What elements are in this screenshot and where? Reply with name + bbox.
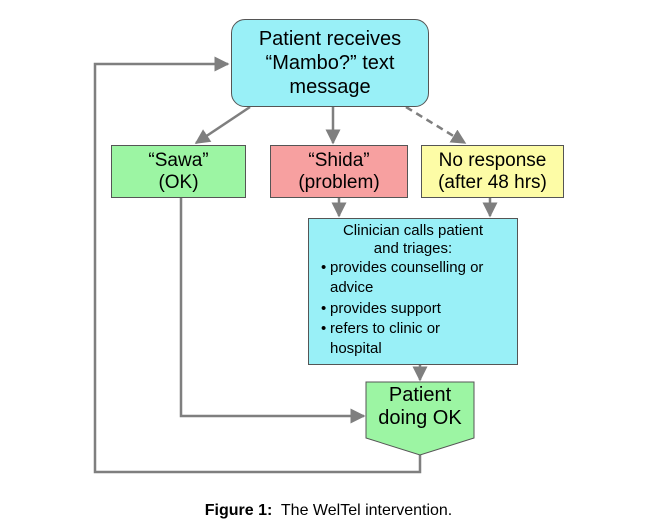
- bullet-text-line: provides support: [330, 299, 441, 317]
- bullet-text-line: hospital: [330, 340, 382, 357]
- arrow-start-to-no-response: [405, 105, 467, 145]
- node-text-line: message: [289, 76, 371, 98]
- figure-caption: Figure 1: The WelTel intervention.: [0, 502, 657, 520]
- node-text-line: doing OK: [378, 407, 462, 429]
- node-text-line: (problem): [298, 171, 380, 193]
- figure-caption-label: Figure 1:: [204, 502, 273, 519]
- node-text-line: (after 48 hrs): [438, 171, 547, 193]
- node-no-response: No response (after 48 hrs): [421, 145, 564, 198]
- node-text-line: “Sawa”: [148, 149, 209, 171]
- node-patient-doing-ok-shape: [365, 381, 475, 456]
- bullet-text-line: advice: [330, 279, 374, 297]
- node-title-line: and triages:: [373, 240, 453, 257]
- node-patient-receives-message: Patient receives “Mambo?” text message: [231, 19, 429, 107]
- bullet-text-line: provides counselling or: [330, 259, 484, 276]
- node-patient-doing-ok: Patient doing OK: [367, 382, 473, 432]
- arrow-sawa-to-doing-ok: [179, 198, 366, 424]
- node-shida-problem: “Shida” (problem): [270, 145, 408, 198]
- node-text-line: Patient receives: [258, 28, 402, 50]
- figure-caption-text: The WelTel intervention.: [280, 502, 453, 519]
- node-text-line: “Mambo?” text: [265, 52, 395, 74]
- node-sawa-ok: “Sawa” (OK): [111, 145, 246, 198]
- arrow-start-to-sawa: [194, 105, 251, 145]
- triage-bullet-list: provides counselling or advice provides …: [309, 258, 517, 359]
- triage-bullet-item: refers to clinic or hospital: [321, 319, 517, 360]
- node-clinician-triage: Clinician calls patient and triages: pro…: [308, 218, 518, 365]
- triage-bullet-item: provides support: [321, 299, 517, 320]
- node-text-line: (OK): [158, 171, 199, 193]
- node-text-line: Patient: [388, 384, 452, 406]
- arrow-loop-back-to-start: [93, 56, 422, 474]
- triage-bullet-item: provides counselling or advice: [321, 258, 517, 299]
- node-text-line: “Shida”: [308, 149, 370, 171]
- node-text-line: No response: [438, 149, 547, 171]
- node-title-line: Clinician calls patient: [342, 222, 484, 239]
- bullet-text-line: refers to clinic or: [330, 319, 441, 337]
